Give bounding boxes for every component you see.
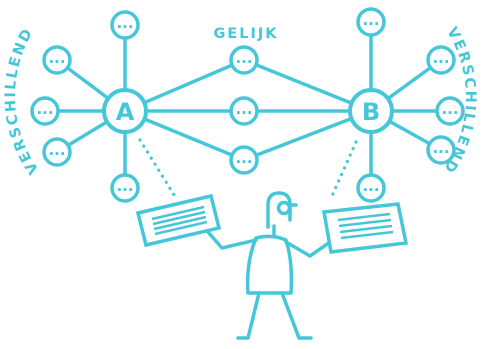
node-ellipsis: ... [48, 141, 65, 159]
dotted-link-a [138, 138, 178, 200]
person-left-arm [206, 230, 258, 250]
node-mid-top: ... [229, 45, 259, 75]
node-a-left: ... [30, 96, 60, 126]
person-eye [276, 200, 292, 216]
node-b-bottom: ... [356, 173, 386, 203]
document-right-line [340, 230, 394, 240]
document-left-line [153, 215, 207, 231]
node-ellipsis: ... [362, 11, 379, 29]
node-ellipsis: ... [116, 177, 133, 195]
node-a-upper-left: ... [42, 45, 72, 75]
document-right-line [339, 224, 393, 234]
hub-a-label: A [116, 98, 135, 126]
person-torso [245, 234, 294, 295]
hub-b: B [348, 88, 394, 134]
label-gelijk: GELIJK [213, 26, 278, 42]
node-ellipsis: ... [432, 49, 449, 67]
person-right-arm [284, 236, 338, 258]
outer-nodes: ... ... ... ... ... ... ... ... [30, 7, 465, 203]
hub-b-label: B [362, 98, 380, 126]
dotted-link-b [330, 140, 358, 198]
node-ellipsis: ... [235, 49, 252, 67]
node-b-right: ... [435, 96, 465, 126]
node-b-top: ... [356, 7, 386, 37]
document-right [321, 202, 409, 254]
person-figure [206, 191, 338, 340]
node-mid: ... [229, 96, 259, 126]
node-b-lower-right: ... [426, 135, 456, 165]
node-ellipsis: ... [362, 177, 379, 195]
document-right-line [338, 218, 392, 228]
node-ellipsis: ... [432, 139, 449, 157]
node-ellipsis: ... [235, 149, 252, 167]
node-ellipsis: ... [116, 14, 133, 32]
node-ellipsis: ... [441, 100, 458, 118]
node-ellipsis: ... [36, 100, 53, 118]
node-b-upper-right: ... [426, 45, 456, 75]
person-head [266, 191, 292, 229]
document-left-line [154, 220, 208, 236]
document-left-sheet [135, 193, 222, 248]
node-a-bottom: ... [110, 173, 140, 203]
node-a-top: ... [110, 10, 140, 40]
node-ellipsis: ... [235, 100, 252, 118]
document-right-line [337, 212, 391, 222]
document-left-line [151, 205, 205, 221]
person-left-leg [236, 291, 261, 340]
person-right-leg [280, 291, 313, 340]
document-left-line [152, 210, 206, 226]
node-a-lower-left: ... [42, 137, 72, 167]
node-mid-bottom: ... [229, 145, 259, 175]
node-ellipsis: ... [48, 49, 65, 67]
document-left [135, 193, 222, 248]
hub-a: A [102, 88, 148, 134]
